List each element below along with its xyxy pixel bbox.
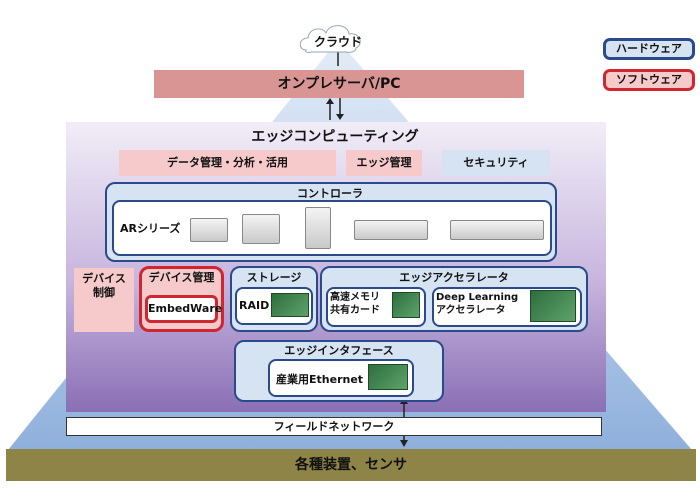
pill-edge-management: エッジ管理 [346, 150, 422, 176]
devices-sensors-bar: 各種装置、センサ [6, 449, 696, 481]
ar-device-3 [305, 207, 331, 249]
memory-card-label: 高速メモリ 共有カード [330, 292, 380, 316]
dl-accelerator-image [530, 290, 576, 322]
accelerator-title: エッジアクセラレータ [399, 271, 509, 284]
device-control-box: デバイス 制御 [74, 268, 134, 332]
ar-device-5 [450, 220, 544, 240]
device-management-title: デバイス管理 [148, 271, 215, 284]
memory-card-image [392, 292, 420, 318]
ar-device-2 [242, 214, 280, 244]
ar-device-1 [190, 218, 228, 242]
raid-card-image [271, 293, 309, 317]
ar-series-label: ARシリーズ [120, 222, 181, 235]
controller-inner [112, 200, 552, 256]
embedware-label: EmbedWare [145, 295, 222, 323]
cloud-shape [299, 25, 361, 53]
storage-title: ストレージ [246, 271, 302, 284]
onprem-bar: オンプレサーバ/PC [154, 70, 524, 98]
dl-accelerator-label: Deep Learning アクセラレータ [436, 292, 519, 316]
ethernet-card-image [368, 364, 408, 390]
pill-data-management: データ管理・分析・活用 [119, 150, 336, 176]
ar-device-4 [354, 220, 428, 240]
legend-software: ソフトウェア [603, 69, 695, 91]
ethernet-label: 産業用Ethernet [276, 373, 364, 386]
pill-security: セキュリティ [442, 150, 550, 176]
raid-label: RAID [239, 299, 270, 312]
controller-title: コントローラ [297, 187, 363, 200]
legend-hardware: ハードウェア [603, 38, 695, 60]
cloud-label: クラウド [313, 35, 362, 49]
field-network-bar: フィールドネットワーク [66, 417, 602, 436]
interface-title: エッジインタフェース [284, 344, 394, 357]
edge-title: エッジコンピューティング [251, 129, 419, 145]
